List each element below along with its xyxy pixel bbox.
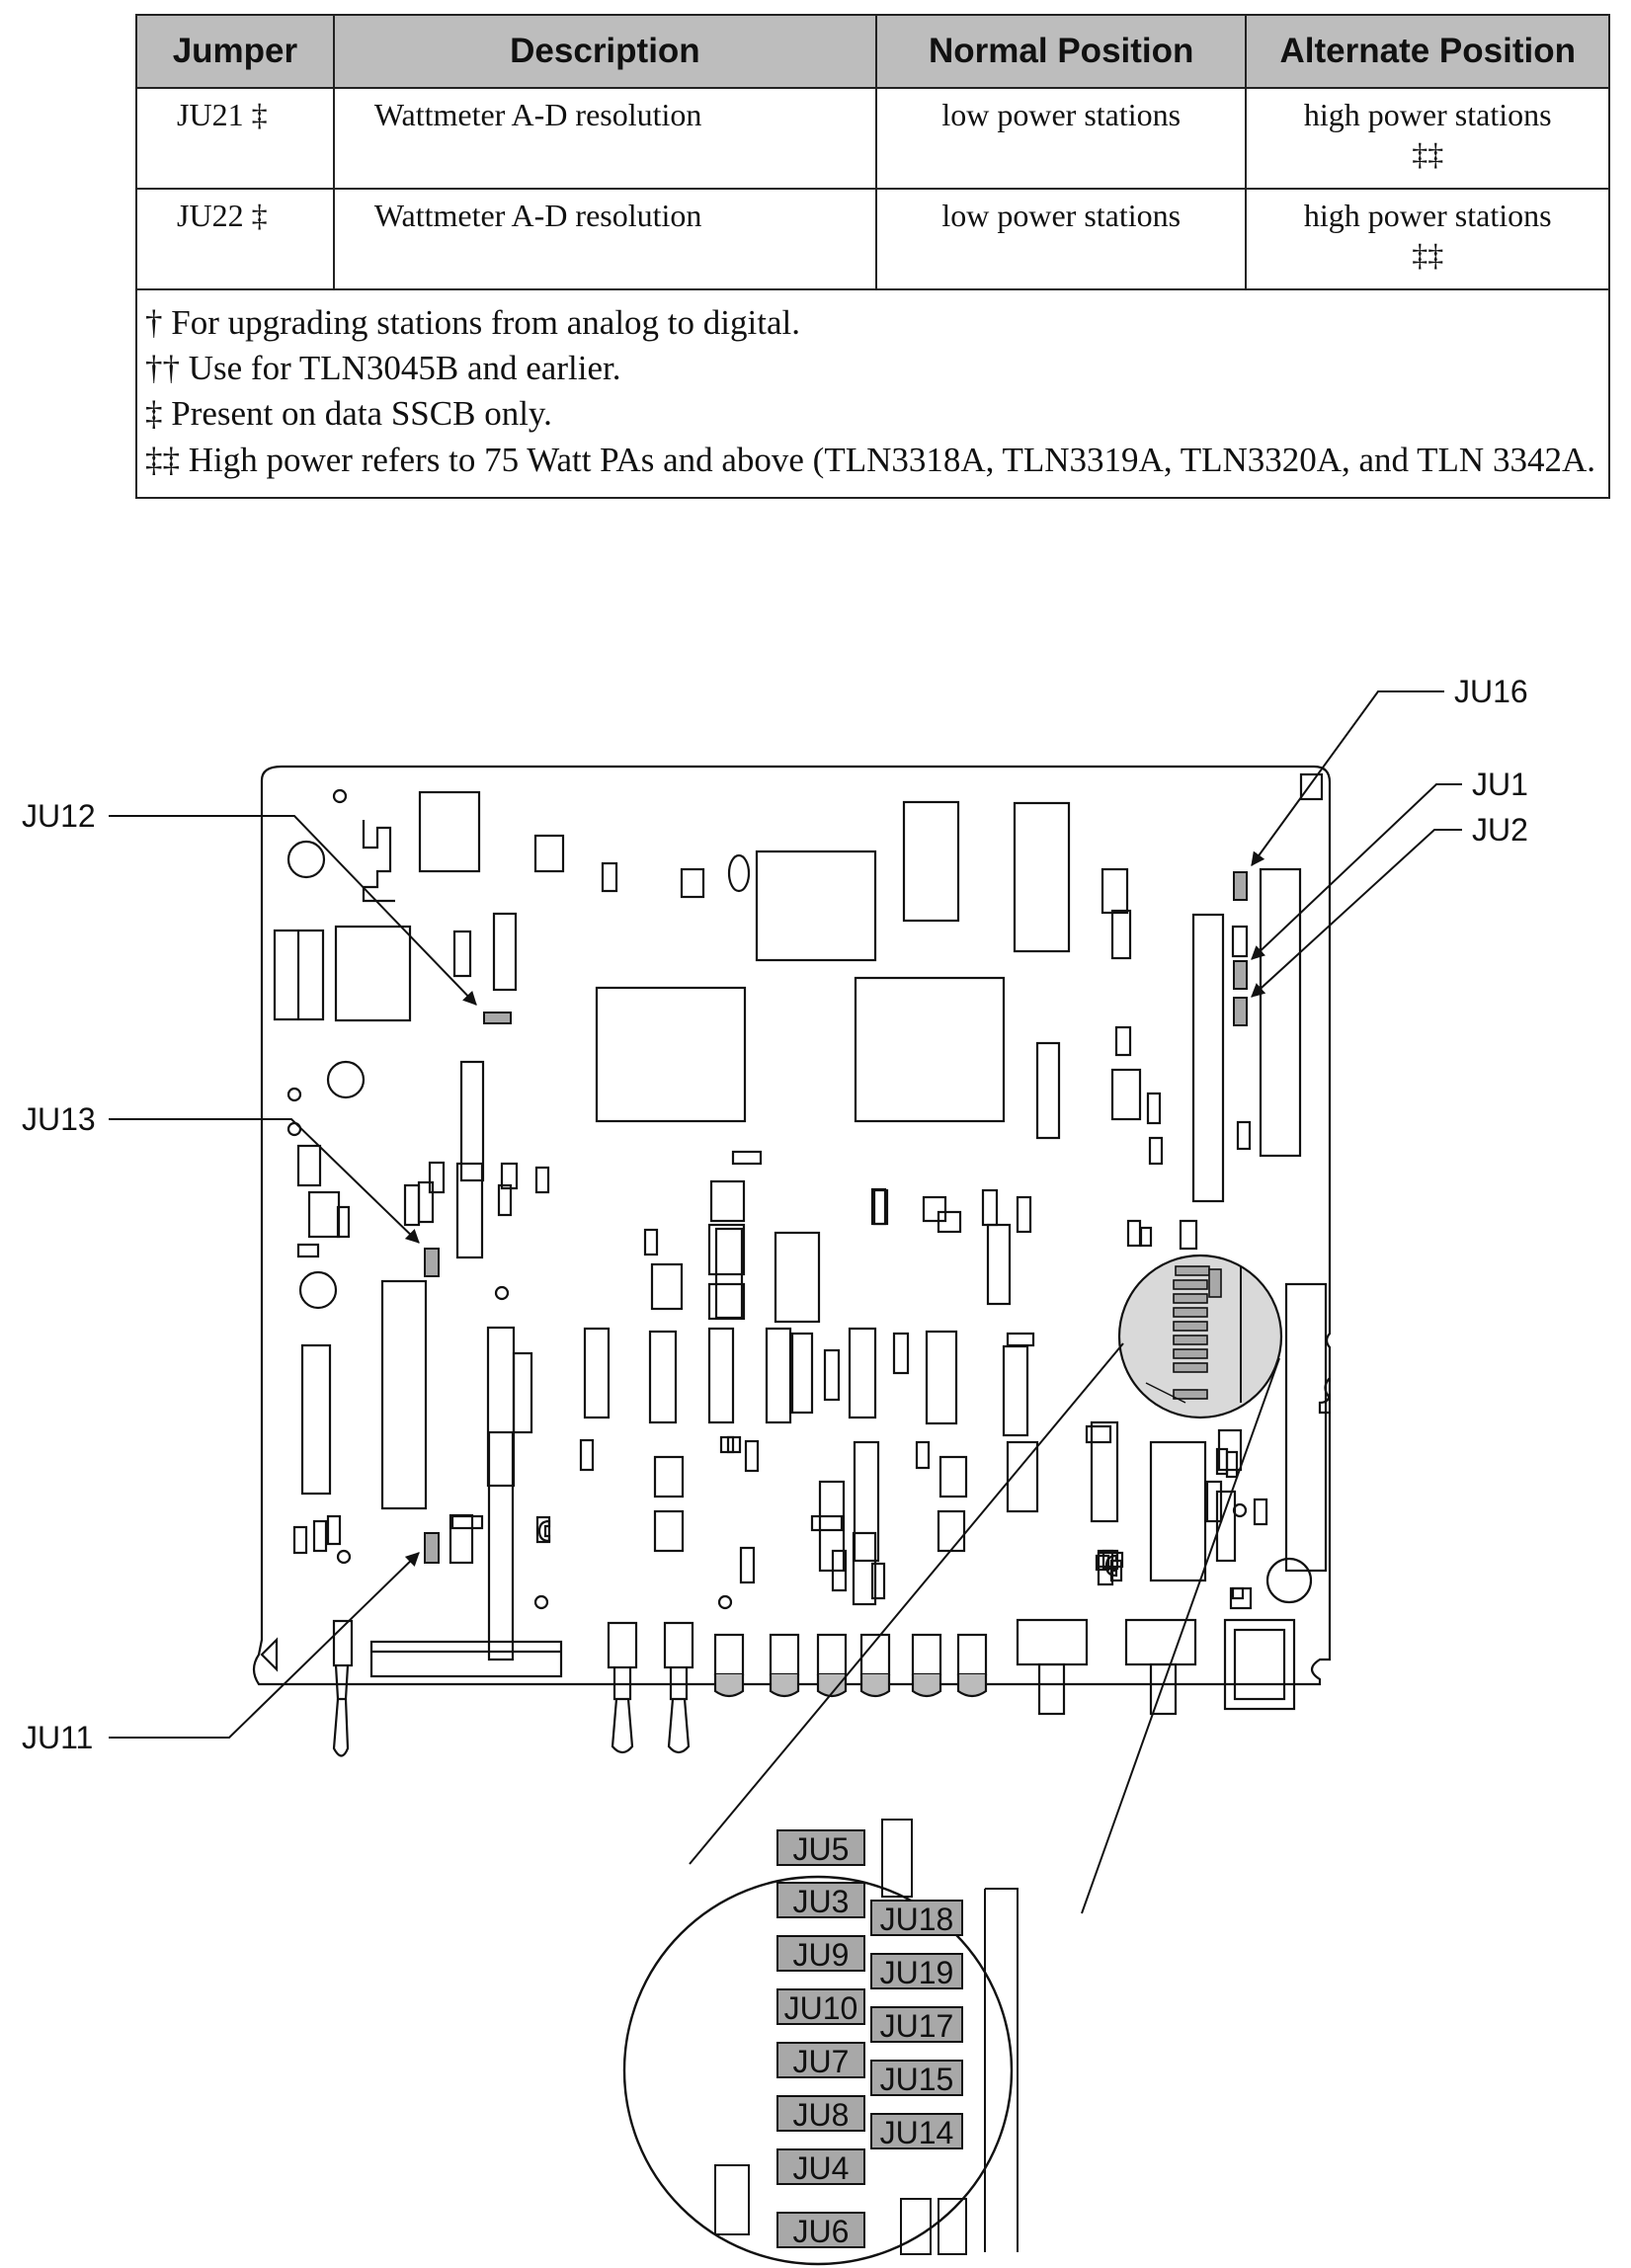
detail-jumper-label: JU7 xyxy=(793,2044,850,2079)
cell-jumper: JU21 ‡ xyxy=(135,87,335,190)
note-item: †† Use for TLN3045B and earlier. xyxy=(145,349,621,388)
detail-jumpers-left: JU5 JU3 JU9 JU10 JU7 JU8 JU4 JU6 xyxy=(776,1829,865,2249)
ju13-jumper xyxy=(424,1248,440,1277)
cell-description: Wattmeter A-D resolution xyxy=(332,87,878,190)
callouts xyxy=(109,690,1462,1739)
note-item: ‡‡ High power refers to 75 Watt PAs and … xyxy=(145,440,1595,479)
detail-jumper-label: JU19 xyxy=(880,1955,954,1990)
detail-jumper-label: JU14 xyxy=(880,2115,954,2150)
callout-ju1: JU1 xyxy=(1472,767,1528,802)
header-alternate-position: Alternate Position xyxy=(1245,14,1610,89)
ju1-jumper xyxy=(1233,960,1248,990)
alternate-line-2: ‡‡ xyxy=(1412,136,1444,172)
detail-jumper-label: JU15 xyxy=(880,2062,954,2097)
notes-row: † For upgrading stations from analog to … xyxy=(135,288,1610,499)
ju11-leader xyxy=(109,1552,420,1739)
callout-ju16: JU16 xyxy=(1454,674,1528,709)
ju1-leader xyxy=(1251,783,1462,960)
ju12-jumper xyxy=(483,1012,512,1024)
alternate-line-1: high power stations xyxy=(1303,97,1552,132)
ju16-leader xyxy=(1251,690,1444,866)
detail-jumper-label: JU5 xyxy=(793,1831,850,1867)
table-row: JU21 ‡ Wattmeter A-D resolution low powe… xyxy=(135,87,1610,190)
ju16-jumper xyxy=(1233,871,1248,901)
ju2-leader xyxy=(1251,829,1462,998)
callout-ju12: JU12 xyxy=(22,798,96,834)
callout-ju11: JU11 xyxy=(22,1720,93,1755)
zoom-lines xyxy=(689,1342,1280,1914)
detail-jumper-label: JU3 xyxy=(793,1884,850,1919)
magnifier-source-circle xyxy=(1117,1254,1283,1419)
cell-normal-position: low power stations xyxy=(874,87,1248,190)
note-item: ‡ Present on data SSCB only. xyxy=(145,394,552,434)
detail-jumper-label: JU9 xyxy=(793,1937,850,1973)
detail-jumper-label: JU17 xyxy=(880,2008,954,2044)
ju12-leader xyxy=(109,815,477,1006)
header-jumper: Jumper xyxy=(135,14,335,89)
detail-jumper-label: JU10 xyxy=(784,1990,858,2026)
cell-alternate-position: high power stations ‡‡ xyxy=(1245,188,1610,290)
note-item: † For upgrading stations from analog to … xyxy=(145,303,800,342)
alternate-line-2: ‡‡ xyxy=(1412,237,1444,273)
header-normal-position: Normal Position xyxy=(874,14,1248,89)
callout-ju2: JU2 xyxy=(1472,812,1528,848)
header-description: Description xyxy=(332,14,878,89)
cell-alternate-position: high power stations ‡‡ xyxy=(1245,87,1610,190)
callout-ju13: JU13 xyxy=(22,1101,96,1137)
table-header-row: Jumper Description Normal Position Alter… xyxy=(135,14,1610,89)
cell-jumper: JU22 ‡ xyxy=(135,188,335,290)
detail-jumper-label: JU6 xyxy=(793,2214,850,2249)
ju11-jumper xyxy=(424,1532,440,1564)
circuit-board xyxy=(252,765,1332,1757)
jumper-table: Jumper Description Normal Position Alter… xyxy=(135,14,1610,499)
detail-jumper-label: JU8 xyxy=(793,2097,850,2133)
alternate-line-1: high power stations xyxy=(1303,198,1552,233)
board-jumpers xyxy=(424,871,1248,1564)
detail-jumper-label: JU4 xyxy=(793,2150,850,2186)
cell-description: Wattmeter A-D resolution xyxy=(332,188,878,290)
cell-normal-position: low power stations xyxy=(874,188,1248,290)
table-notes: † For upgrading stations from analog to … xyxy=(135,288,1610,499)
ju2-jumper xyxy=(1233,997,1248,1026)
board-diagram: JU5 JU3 JU9 JU10 JU7 JU8 JU4 JU6 JU18 JU… xyxy=(22,674,1528,2266)
detail-jumper-label: JU18 xyxy=(880,1902,954,1937)
detail-jumpers-right: JU18 JU19 JU17 JU15 JU14 xyxy=(870,1900,963,2150)
ju13-leader xyxy=(109,1118,420,1244)
detail-magnifier: JU5 JU3 JU9 JU10 JU7 JU8 JU4 JU6 JU18 JU… xyxy=(622,1819,1019,2266)
table-row: JU22 ‡ Wattmeter A-D resolution low powe… xyxy=(135,188,1610,290)
